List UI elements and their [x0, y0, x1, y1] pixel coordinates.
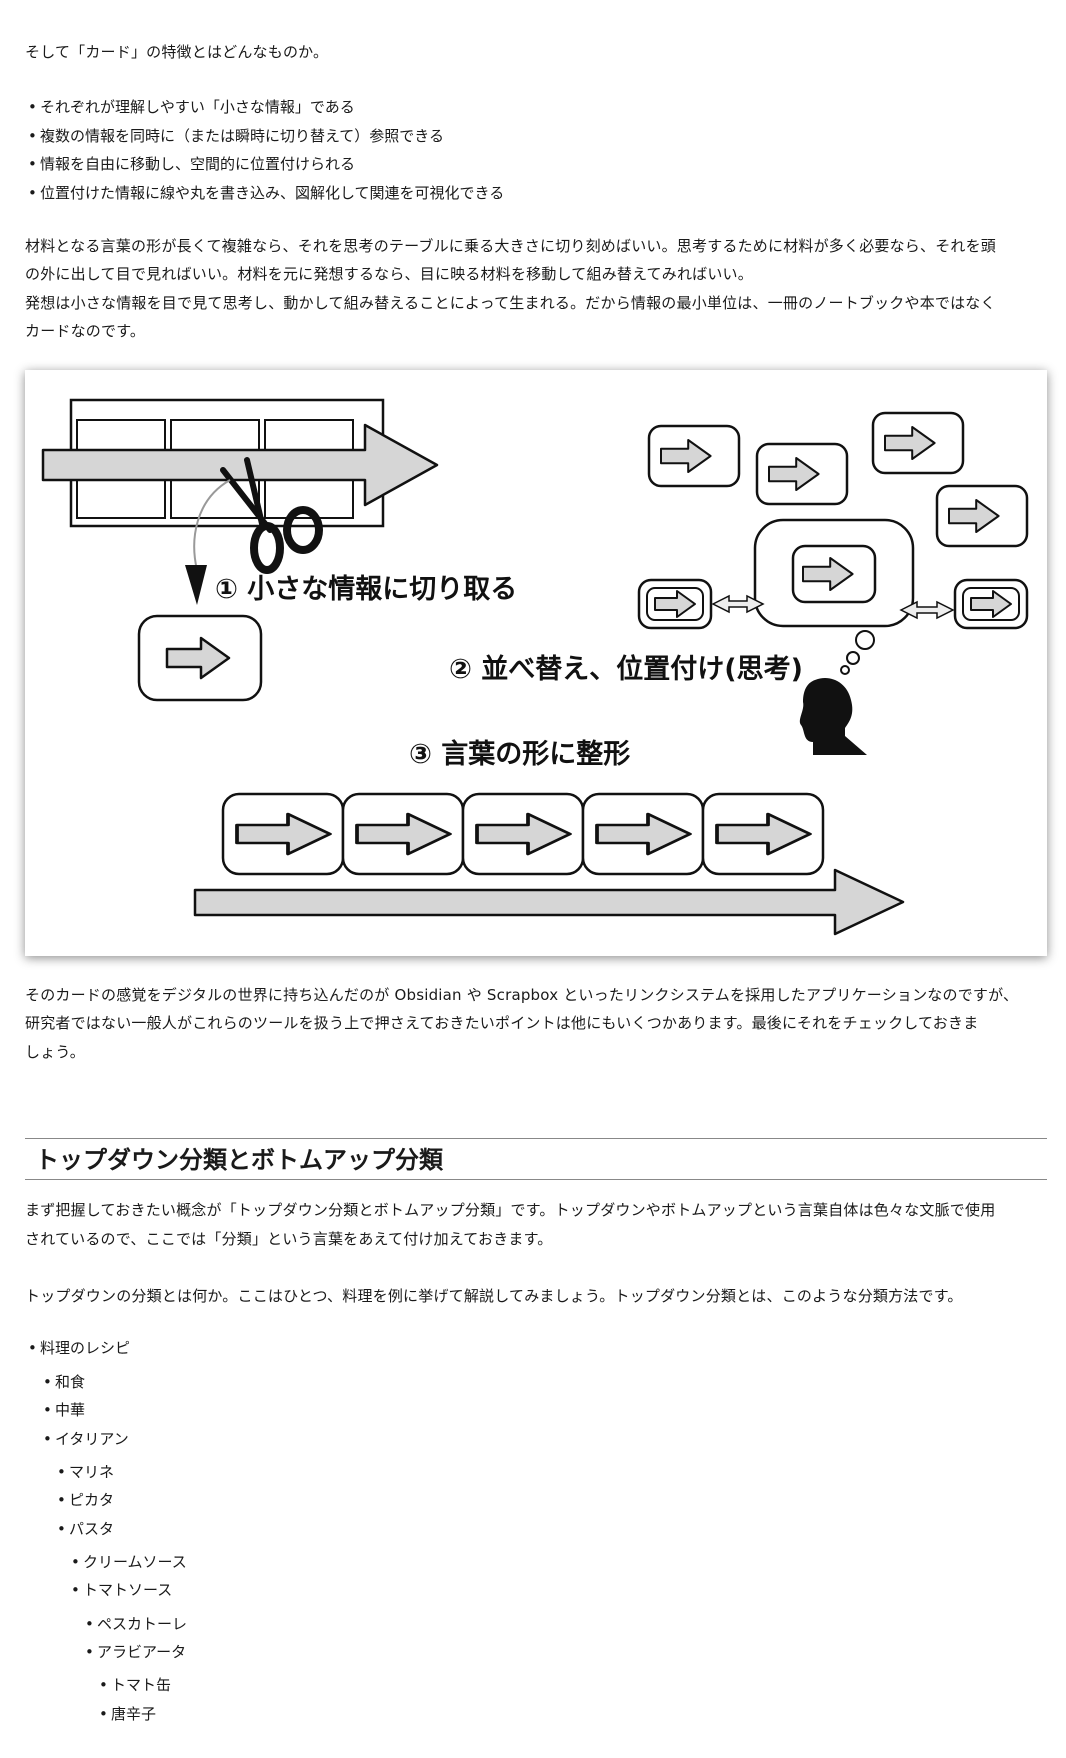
step2-label: ② 並べ替え、位置付け(思考): [449, 653, 803, 685]
paragraph-line: の外に出して目で見ればいい。材料を元に発想するなら、目に映る材料を移動して組み替…: [25, 265, 753, 283]
paragraph-line: 発想は小さな情報を目で見て思考し、動かして組み替えることによって生まれる。だから…: [25, 294, 996, 312]
arrowhead: [185, 565, 207, 605]
list-item: ピカタ: [57, 1490, 114, 1510]
output-arrow: [193, 868, 905, 936]
scissors-icon: [220, 457, 323, 574]
list-item: トマト缶: [99, 1675, 171, 1695]
paragraph-line: 材料となる言葉の形が長くて複雑なら、それを思考のテーブルに乗る大きさに切り刻めば…: [25, 237, 997, 255]
card-thinking-diagram: ① 小さな情報に切り取る: [25, 370, 1047, 956]
list-item: クリームソース: [71, 1552, 187, 1572]
list-item: マリネ: [57, 1462, 114, 1482]
list-item: 唐辛子: [99, 1704, 156, 1724]
list-item: パスタ: [57, 1519, 114, 1539]
list-item: アラビアータ: [85, 1642, 186, 1662]
list-item: イタリアン: [43, 1429, 129, 1449]
list-item: 情報を自由に移動し、空間的に位置付けられる: [28, 154, 355, 174]
curved-arrow: [193, 479, 231, 571]
paragraph-line: まず把握しておきたい概念が「トップダウン分類とボトムアップ分類」です。トップダウ…: [25, 1201, 996, 1219]
paragraph-line: カードなのです。: [25, 322, 146, 340]
source-text-block: [41, 398, 439, 528]
list-item: 複数の情報を同時に（または瞬時に切り替えて）参照できる: [28, 126, 444, 146]
list-item: 料理のレシピ: [28, 1338, 130, 1358]
thinking-head-icon: [799, 630, 875, 755]
paragraph-line: 研究者ではない一般人がこれらのツールを扱う上で押さえておきたいポイントは他にもい…: [25, 1014, 979, 1032]
diagram-svg: ① 小さな情報に切り取る: [41, 398, 1029, 936]
paragraph-line: しょう。: [25, 1043, 85, 1061]
center-card-group: [637, 518, 1029, 630]
ordered-card-row: [221, 792, 825, 876]
list-item: それぞれが理解しやすい「小さな情報」である: [28, 97, 355, 117]
intro-text: そして「カード」の特徴とはどんなものか。: [25, 43, 329, 61]
list-item: トマトソース: [71, 1580, 172, 1600]
section-heading: トップダウン分類とボトムアップ分類: [25, 1137, 1047, 1180]
scattered-cards: [647, 411, 1029, 548]
paragraph-topdown: トップダウンの分類とは何か。ここはひとつ、料理を例に挙げて解説してみましょう。ト…: [25, 1287, 963, 1305]
list-item: 和食: [43, 1372, 85, 1392]
list-item: 中華: [43, 1400, 85, 1420]
step1-label: ① 小さな情報に切り取る: [215, 574, 517, 605]
paragraph-line: そのカードの感覚をデジタルの世界に持ち込んだのが Obsidian や Scra…: [25, 986, 1019, 1004]
step3-label: ③ 言葉の形に整形: [409, 739, 630, 770]
list-item: ペスカトーレ: [85, 1614, 187, 1634]
paragraph-line: されているので、ここでは「分類」という言葉をあえて付け加えておきます。: [25, 1230, 553, 1248]
single-card: [137, 614, 263, 702]
list-item: 位置付けた情報に線や丸を書き込み、図解化して関連を可視化できる: [28, 183, 504, 203]
